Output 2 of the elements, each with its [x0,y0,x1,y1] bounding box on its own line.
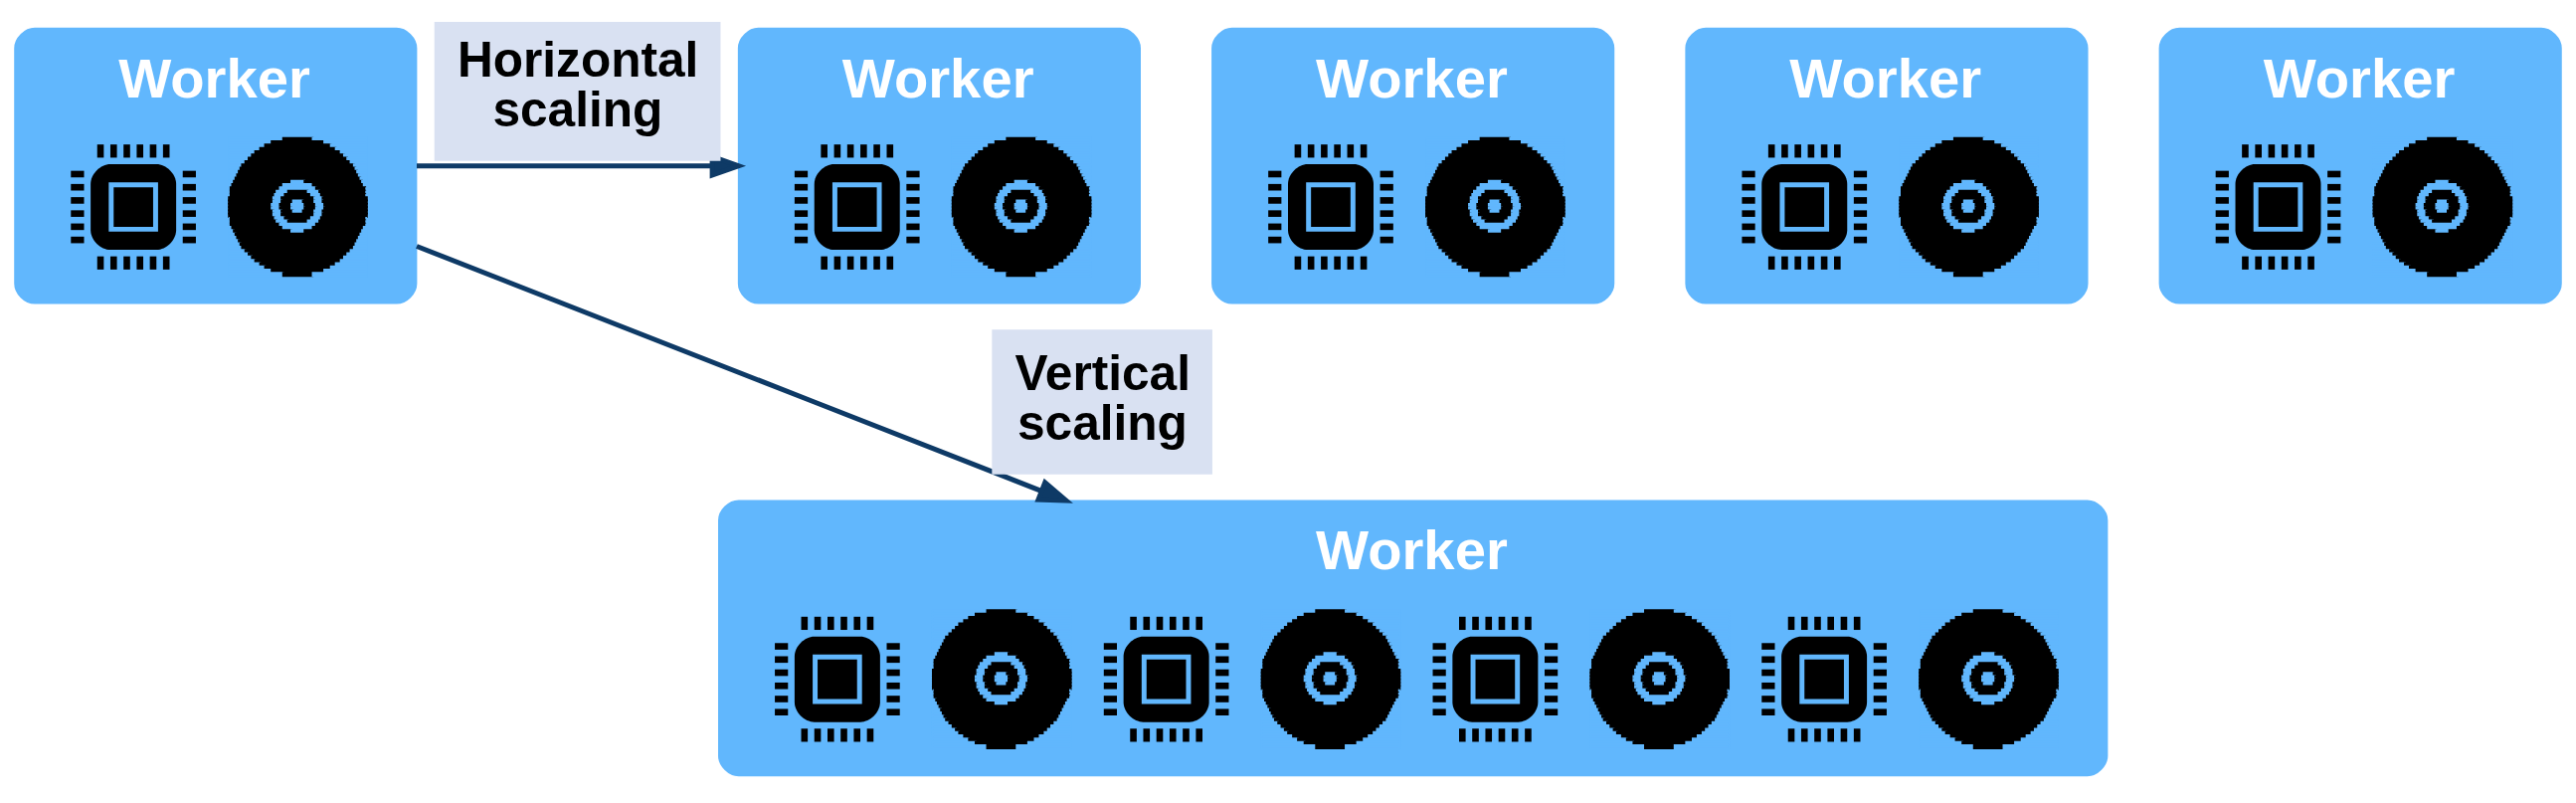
edge-label: Vertical scaling [1014,344,1191,451]
edge-label: Horizontal scaling [457,31,699,137]
